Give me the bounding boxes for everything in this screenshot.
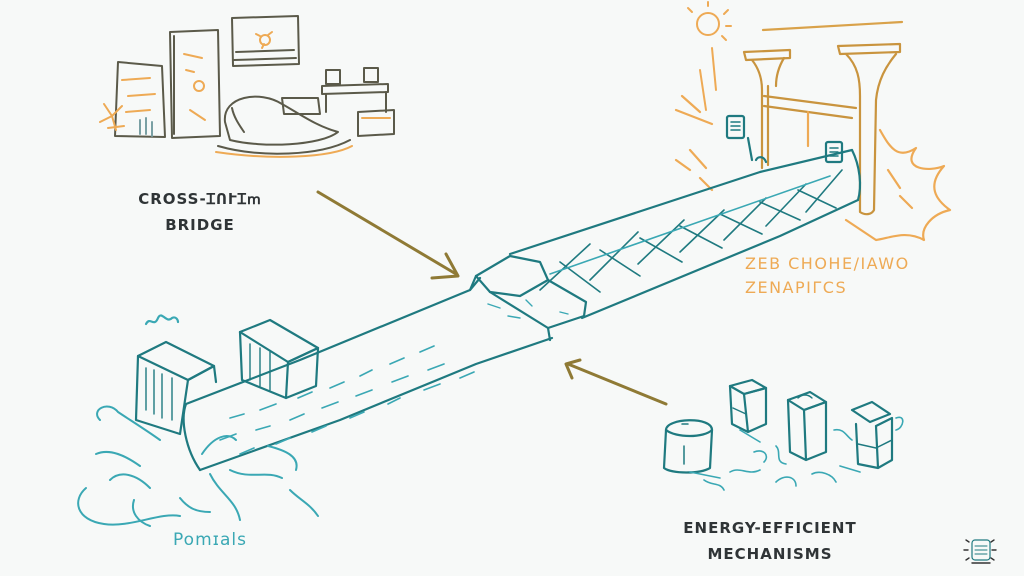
energy-devices-cluster xyxy=(662,378,904,491)
cross-bridge-label-line2: BRIDGE xyxy=(165,216,235,234)
energy-label-line2: MECHANISMS xyxy=(707,545,833,563)
sun xyxy=(687,1,732,111)
connector-joint xyxy=(468,254,588,342)
bridge-pillars-gate xyxy=(674,20,952,242)
zeb-label-line2: ZENAPIΓCS xyxy=(745,278,848,297)
corner-badge-icon xyxy=(963,539,997,564)
arrow-to-joint-from-bottom-right xyxy=(564,358,668,406)
energy-label-line1: ENERGY-EFFICIENT xyxy=(683,519,857,537)
zeb-label: ZEB CHOHE/IAWO ZENAPIΓCS xyxy=(745,252,965,300)
arrow-to-joint-from-top-left xyxy=(316,190,460,280)
splash-portals xyxy=(77,405,319,527)
office-scene-sketch xyxy=(99,15,395,158)
cross-bridge-label-line1: CROSS-ꞮՈՒꞮՠ xyxy=(138,190,262,208)
portals-label: Pomɪals xyxy=(150,530,270,550)
energy-efficient-label: ENERGY-EFFICIENT MECHANISMS xyxy=(655,515,885,567)
portals-label-text: Pomɪals xyxy=(173,530,247,550)
cross-bridge-label: CROSS-ꞮՈՒꞮՠ BRIDGE xyxy=(120,186,280,238)
lattice-bridge-section xyxy=(508,148,862,320)
zeb-label-line1: ZEB CHOHE/IAWO xyxy=(745,254,910,273)
stone-blocks xyxy=(134,314,320,436)
